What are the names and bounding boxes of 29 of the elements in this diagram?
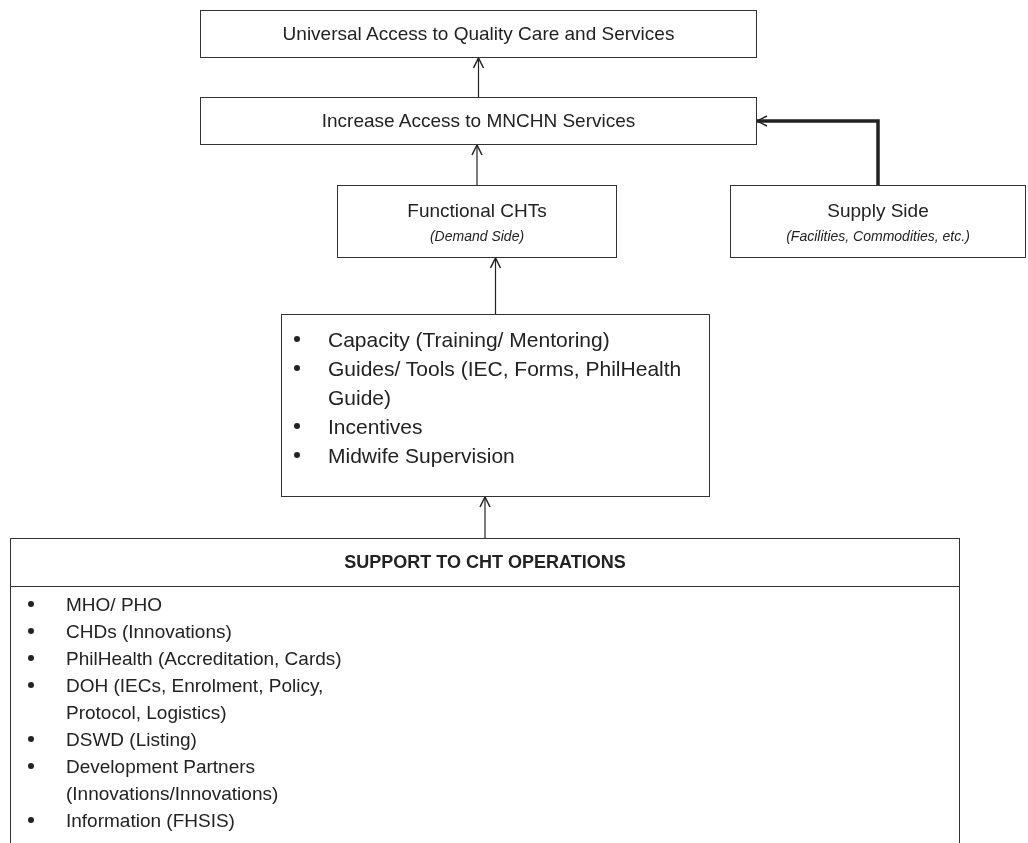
box-label: Supply Side	[827, 199, 929, 222]
list-item: DOH (IECs, Enrolment, Policy, Protocol, Logistics)	[66, 675, 324, 723]
process-box	[200, 97, 757, 145]
process-box	[281, 314, 710, 497]
list-item: Capacity (Training/ Mentoring)	[328, 328, 610, 351]
box-subtitle: (Facilities, Commodities, etc.)	[786, 227, 970, 244]
arrow	[479, 496, 491, 539]
box-label: Universal Access to Quality Care and Services	[282, 23, 675, 45]
list-item: MHO/ PHO	[66, 594, 163, 615]
list-item: Development Partners (Innovations/Innovations)	[66, 756, 279, 804]
process-box	[200, 10, 757, 58]
arrow	[472, 57, 485, 98]
section-heading: SUPPORT TO CHT OPERATIONS	[11, 539, 959, 587]
list-item: PhilHealth (Accreditation, Cards)	[66, 648, 342, 669]
process-box	[337, 185, 617, 258]
box-label: Functional CHTs	[407, 199, 547, 222]
list-item: Guides/ Tools (IEC, Forms, PhilHealth Guide)	[328, 357, 682, 409]
box-subtitle: (Demand Side)	[429, 227, 525, 244]
list-item: Information (FHSIS)	[66, 810, 235, 831]
list-item: Midwife Supervision	[328, 444, 515, 467]
list-item: DSWD (Listing)	[66, 729, 197, 750]
arrow	[471, 144, 483, 186]
arrow	[489, 257, 502, 315]
box-label: Increase Access to MNCHN Services	[321, 110, 636, 132]
list-item: Incentives	[328, 415, 423, 438]
process-box	[730, 185, 1026, 258]
list-item: CHDs (Innovations)	[66, 621, 232, 642]
process-box	[10, 538, 960, 843]
arrow	[756, 115, 880, 185]
